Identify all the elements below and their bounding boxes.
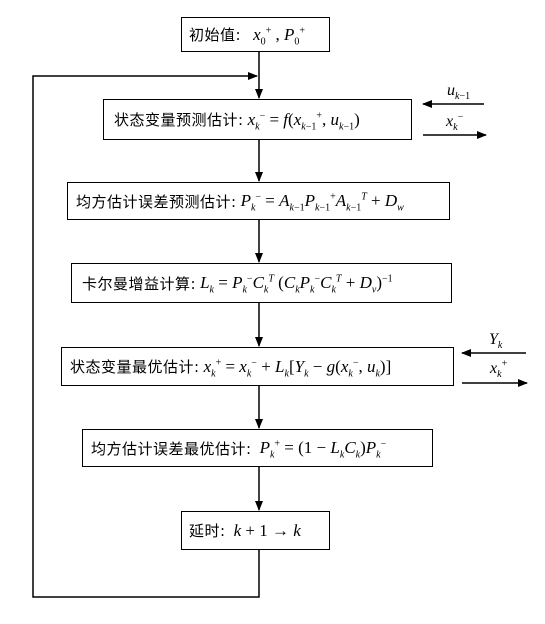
state-opt-label: 状态变量最优估计: — [70, 358, 200, 376]
state-pred-label: 状态变量预测估计: — [114, 111, 244, 129]
cov-opt-box: 均方估计误差最优估计: Pk+ = (1 − LkCk)Pk− — [82, 429, 433, 467]
cov-opt-label: 均方估计误差最优估计: — [91, 439, 252, 458]
delay-equation: k + 1 → k — [233, 520, 301, 540]
gain-box: 卡尔曼增益计算: Lk = Pk−CkT (CkPk−CkT + Dv)−1 — [71, 263, 452, 303]
state-pred-box: 状态变量预测估计: xk− = f(xk−1+, uk−1) — [103, 99, 412, 140]
gain-label: 卡尔曼增益计算: — [82, 274, 197, 293]
cov-pred-equation: Pk− = Ak−1Pk−1+Ak−1T + Dw — [240, 191, 404, 214]
state-pred-equation: xk− = f(xk−1+, uk−1) — [247, 109, 360, 132]
delay-label: 延时: — [189, 522, 226, 540]
cov-pred-label: 均方估计误差预测估计: — [76, 192, 237, 211]
y-input-label: Yk — [489, 331, 503, 352]
cov-pred-box: 均方估计误差预测估计: Pk− = Ak−1Pk−1+Ak−1T + Dw — [67, 182, 450, 220]
init-label: 初始值: — [189, 26, 242, 44]
state-opt-box: 状态变量最优估计: xk+ = xk− + Lk[Yk − g(xk−, uk)… — [61, 347, 454, 386]
feedback-loop — [32, 72, 260, 598]
init-box: 初始值: x0+ , P0+ — [181, 17, 330, 52]
init-equation: x0+ , P0+ — [253, 24, 306, 47]
delay-box: 延时: k + 1 → k — [181, 511, 330, 550]
x-opt-output-label: xk+ — [490, 358, 508, 381]
cov-opt-equation: Pk+ = (1 − LkCk)Pk− — [259, 438, 387, 461]
state-opt-equation: xk+ = xk− + Lk[Yk − g(xk−, uk)] — [203, 356, 392, 379]
u-input-label: uk−1 — [447, 82, 471, 103]
gain-equation: Lk = Pk−CkT (CkPk−CkT + Dv)−1 — [200, 273, 393, 296]
x-pred-output-label: xk− — [446, 111, 464, 134]
